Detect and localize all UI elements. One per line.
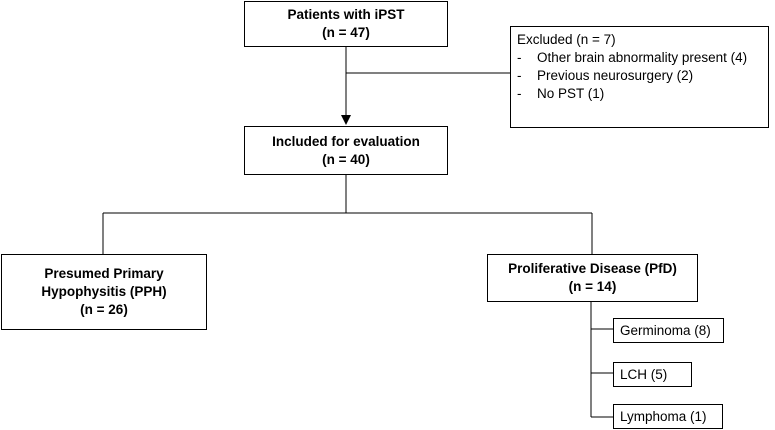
pph-box: Presumed Primary Hypophysitis (PPH) (n =… [1,254,207,330]
pph-title-line2: Hypophysitis (PPH) [41,284,167,299]
bullet-dash: - [517,50,522,65]
excluded-item: - Previous neurosurgery (2) [517,67,693,85]
germinoma-label: Germinoma (8) [620,322,711,338]
patients-title: Patients with iPST [287,7,405,22]
excluded-item-label: Previous neurosurgery (2) [537,68,694,83]
excluded-item: - No PST (1) [517,85,604,103]
included-count: (n = 40) [322,151,370,167]
lymphoma-label: Lymphoma (1) [620,408,707,424]
lymphoma-box: Lymphoma (1) [613,404,723,429]
pfd-box: Proliferative Disease (PfD) (n = 14) [487,254,698,302]
patients-box: Patients with iPST (n = 47) [244,1,448,47]
excluded-item-label: Other brain abnormality present (4) [537,50,748,65]
lch-box: LCH (5) [613,362,692,387]
bullet-dash: - [517,68,522,83]
excluded-item: - Other brain abnormality present (4) [517,49,747,67]
patients-count: (n = 47) [322,25,370,40]
pfd-count: (n = 14) [568,279,617,294]
excluded-item-label: No PST (1) [537,86,605,101]
germinoma-box: Germinoma (8) [613,318,724,343]
included-title: Included for evaluation [272,133,420,149]
bullet-dash: - [517,86,522,101]
pph-count: (n = 26) [80,302,128,317]
excluded-box: Excluded (n = 7) - Other brain abnormali… [510,26,769,128]
excluded-title: Excluded (n = 7) [517,32,616,47]
pfd-title: Proliferative Disease (PfD) [508,261,677,276]
included-box: Included for evaluation (n = 40) [244,126,448,175]
lch-label: LCH (5) [620,366,668,382]
pph-title-line1: Presumed Primary [44,266,164,281]
